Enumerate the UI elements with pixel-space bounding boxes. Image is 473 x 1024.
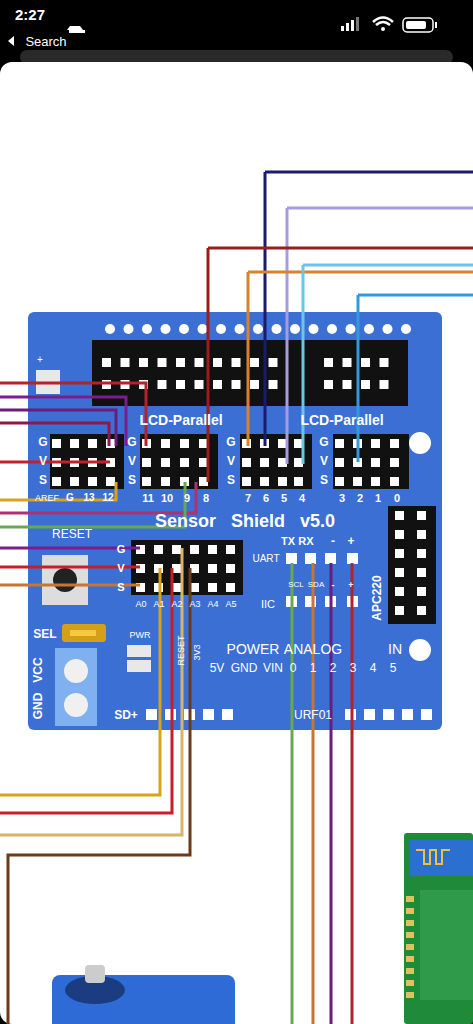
pin-label: POWER xyxy=(227,642,280,656)
pin-label: 2 xyxy=(357,493,363,504)
pin-label: RESET xyxy=(176,635,185,665)
pin-label: V xyxy=(128,455,136,467)
pin-label: AREF xyxy=(35,494,59,503)
pin-label: S xyxy=(227,474,235,486)
pin-label: RX xyxy=(298,536,313,547)
pin-label: - xyxy=(331,535,335,547)
pin-label: SD+ xyxy=(114,709,138,721)
pin-label: A5 xyxy=(225,600,236,609)
pin-label: 6 xyxy=(263,493,269,504)
pin-label: V xyxy=(39,455,47,467)
pin-label: 1 xyxy=(375,493,381,504)
pin-label: APC220 xyxy=(371,575,383,620)
pin-label: + xyxy=(37,355,43,365)
status-text: 2:27 xyxy=(15,7,45,22)
pin-label: IIC xyxy=(261,599,275,610)
pin-label: S xyxy=(128,474,136,486)
pin-label: A0 xyxy=(135,600,146,609)
pin-label: G xyxy=(117,544,126,555)
pin-label: 10 xyxy=(161,493,173,504)
pin-label: 0 xyxy=(394,493,400,504)
pin-label: 12 xyxy=(102,493,113,503)
pin-label: 1 xyxy=(310,662,317,674)
pin-label: A2 xyxy=(171,600,182,609)
pin-label: 2 xyxy=(330,662,337,674)
pin-label: VCC xyxy=(32,657,44,682)
pin-label: 7 xyxy=(245,493,251,504)
pin-label: G xyxy=(226,436,235,448)
pin-label: - xyxy=(332,581,335,590)
pin-label: 4 xyxy=(370,662,377,674)
pin-label: 9 xyxy=(184,493,190,504)
board-title: Sensor Shield v5.0 xyxy=(155,512,335,530)
pin-label: 4 xyxy=(299,493,305,504)
pin-label: URF01 xyxy=(294,709,332,721)
pin-label: + xyxy=(347,535,354,547)
pin-label: 3V3 xyxy=(192,644,201,660)
pin-label: LCD-Parallel xyxy=(300,413,383,427)
pin-label: + xyxy=(348,581,353,590)
pin-label: GND xyxy=(32,693,44,720)
pin-label: 0 xyxy=(290,662,297,674)
pin-label: G xyxy=(127,436,136,448)
pin-label: S xyxy=(320,474,328,486)
pin-label: 11 xyxy=(142,493,154,504)
pin-label: UART xyxy=(252,554,279,564)
pin-label: LCD-Parallel xyxy=(139,413,222,427)
pin-label: SEL xyxy=(33,628,56,640)
pin-label: S xyxy=(117,582,124,593)
pin-label: G xyxy=(66,493,74,503)
pin-label: G xyxy=(38,436,47,448)
pin-label: 3 xyxy=(350,662,357,674)
pin-label: 5V xyxy=(210,662,225,674)
pin-label: PWR xyxy=(130,631,151,640)
pin-label: GND xyxy=(231,662,258,674)
pin-label: 3 xyxy=(339,493,345,504)
pin-label: V xyxy=(320,455,328,467)
pin-label: 5 xyxy=(281,493,287,504)
pin-label: 13 xyxy=(83,493,94,503)
pin-label: V xyxy=(227,455,235,467)
pin-label: A1 xyxy=(153,600,164,609)
pin-label: A3 xyxy=(189,600,200,609)
pin-label: TX xyxy=(281,536,295,547)
pin-label: 5 xyxy=(390,662,397,674)
pin-label: IN xyxy=(388,642,402,656)
pin-label: V xyxy=(117,563,124,574)
pin-label: S xyxy=(39,474,47,486)
pin-label: 8 xyxy=(203,493,209,504)
pin-label: ANALOG xyxy=(284,642,342,656)
pin-label: SDA xyxy=(308,581,324,589)
pin-label: RESET xyxy=(52,528,92,540)
pin-label: G xyxy=(319,436,328,448)
status-text: Search xyxy=(25,35,66,48)
pin-label: VIN xyxy=(263,662,283,674)
pin-label: SCL xyxy=(288,581,304,589)
pin-label: A4 xyxy=(207,600,218,609)
